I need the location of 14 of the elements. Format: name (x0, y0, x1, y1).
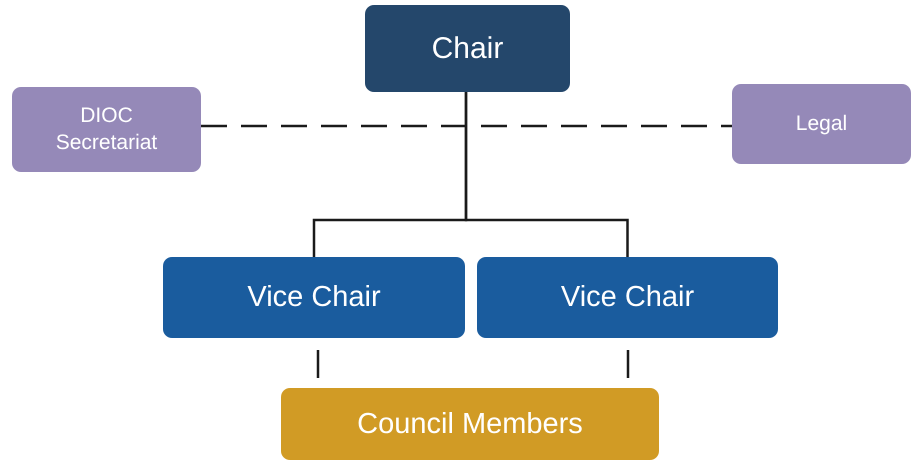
chair-box (365, 5, 570, 92)
node-label: Chair (432, 30, 504, 67)
legal-box (732, 84, 911, 164)
secretariat-box (12, 87, 201, 172)
node-label: Legal (796, 110, 848, 137)
vice-chair-box (477, 257, 778, 338)
node-label: Vice Chair (560, 280, 694, 316)
node-label: Vice Chair (247, 280, 381, 316)
vice-chair-box (163, 257, 465, 338)
dashed-connector (201, 124, 732, 128)
node-label: Council Members (357, 406, 583, 442)
council-box (281, 388, 659, 460)
node-label: DIOC Secretariat (54, 103, 158, 156)
connector-line (464, 92, 629, 257)
